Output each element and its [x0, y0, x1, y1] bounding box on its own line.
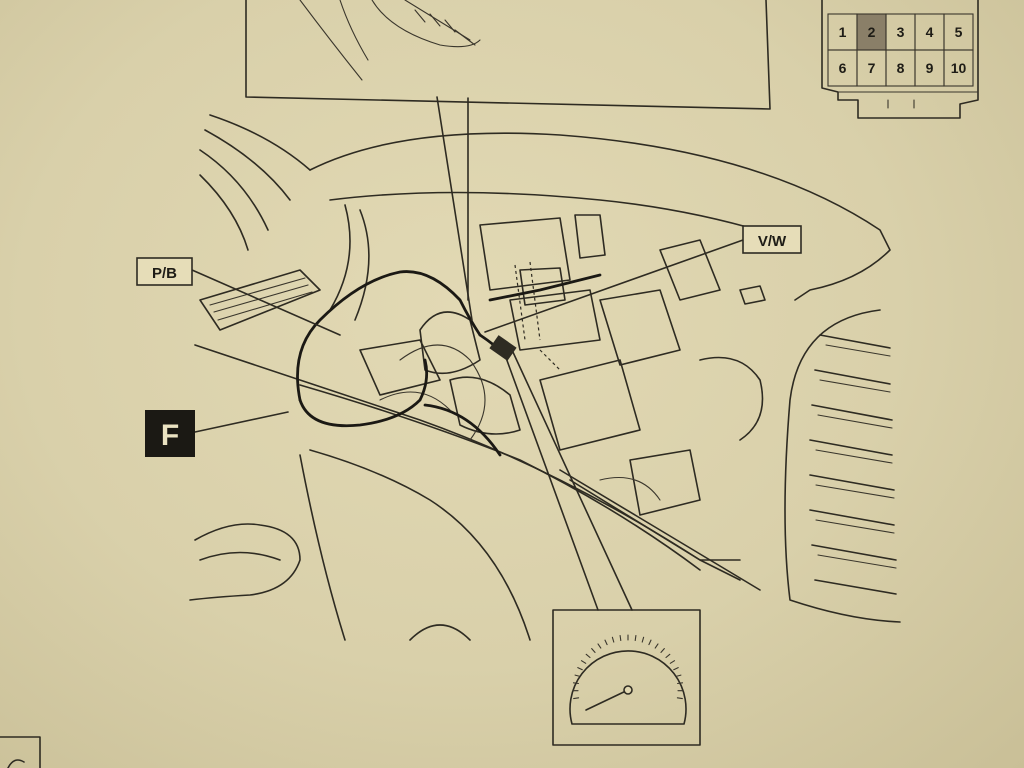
speedometer-inset [552, 609, 701, 746]
pin-number: 5 [955, 24, 963, 40]
vw-wire-label: V/W [742, 225, 802, 254]
hand-detail-inset [245, 0, 771, 110]
callout-f: F [145, 410, 195, 457]
connector-pin-diagram: 1 2 3 4 5 6 7 8 9 10 [821, 0, 979, 119]
right-air-vent [784, 309, 901, 623]
pin-number: 10 [951, 60, 967, 76]
pin-number: 3 [897, 24, 905, 40]
pin-number: 8 [897, 60, 905, 76]
pin-cell [943, 49, 974, 87]
pin-number: 6 [839, 60, 847, 76]
connector-pins: 1 2 3 4 5 6 7 8 9 10 [827, 13, 974, 87]
pb-label-text: P/B [152, 265, 177, 282]
pb-wire-label: P/B [136, 257, 193, 286]
pin-number: 9 [926, 60, 934, 76]
speedometer-needle [585, 689, 629, 711]
vw-label-text: V/W [758, 233, 787, 250]
pin-number: 4 [926, 24, 934, 40]
leader-lines [191, 96, 744, 611]
pin-number: 1 [839, 24, 847, 40]
gauge-housing-internals [359, 214, 766, 516]
callout-f-text: F [161, 419, 179, 452]
highlighted-pin-cell [857, 14, 886, 50]
pin-number: 7 [868, 60, 876, 76]
wiring-harness [296, 261, 602, 457]
dashboard-outline [189, 114, 891, 641]
pin-number: 2 [868, 24, 876, 40]
page-corner-mark [0, 736, 41, 768]
